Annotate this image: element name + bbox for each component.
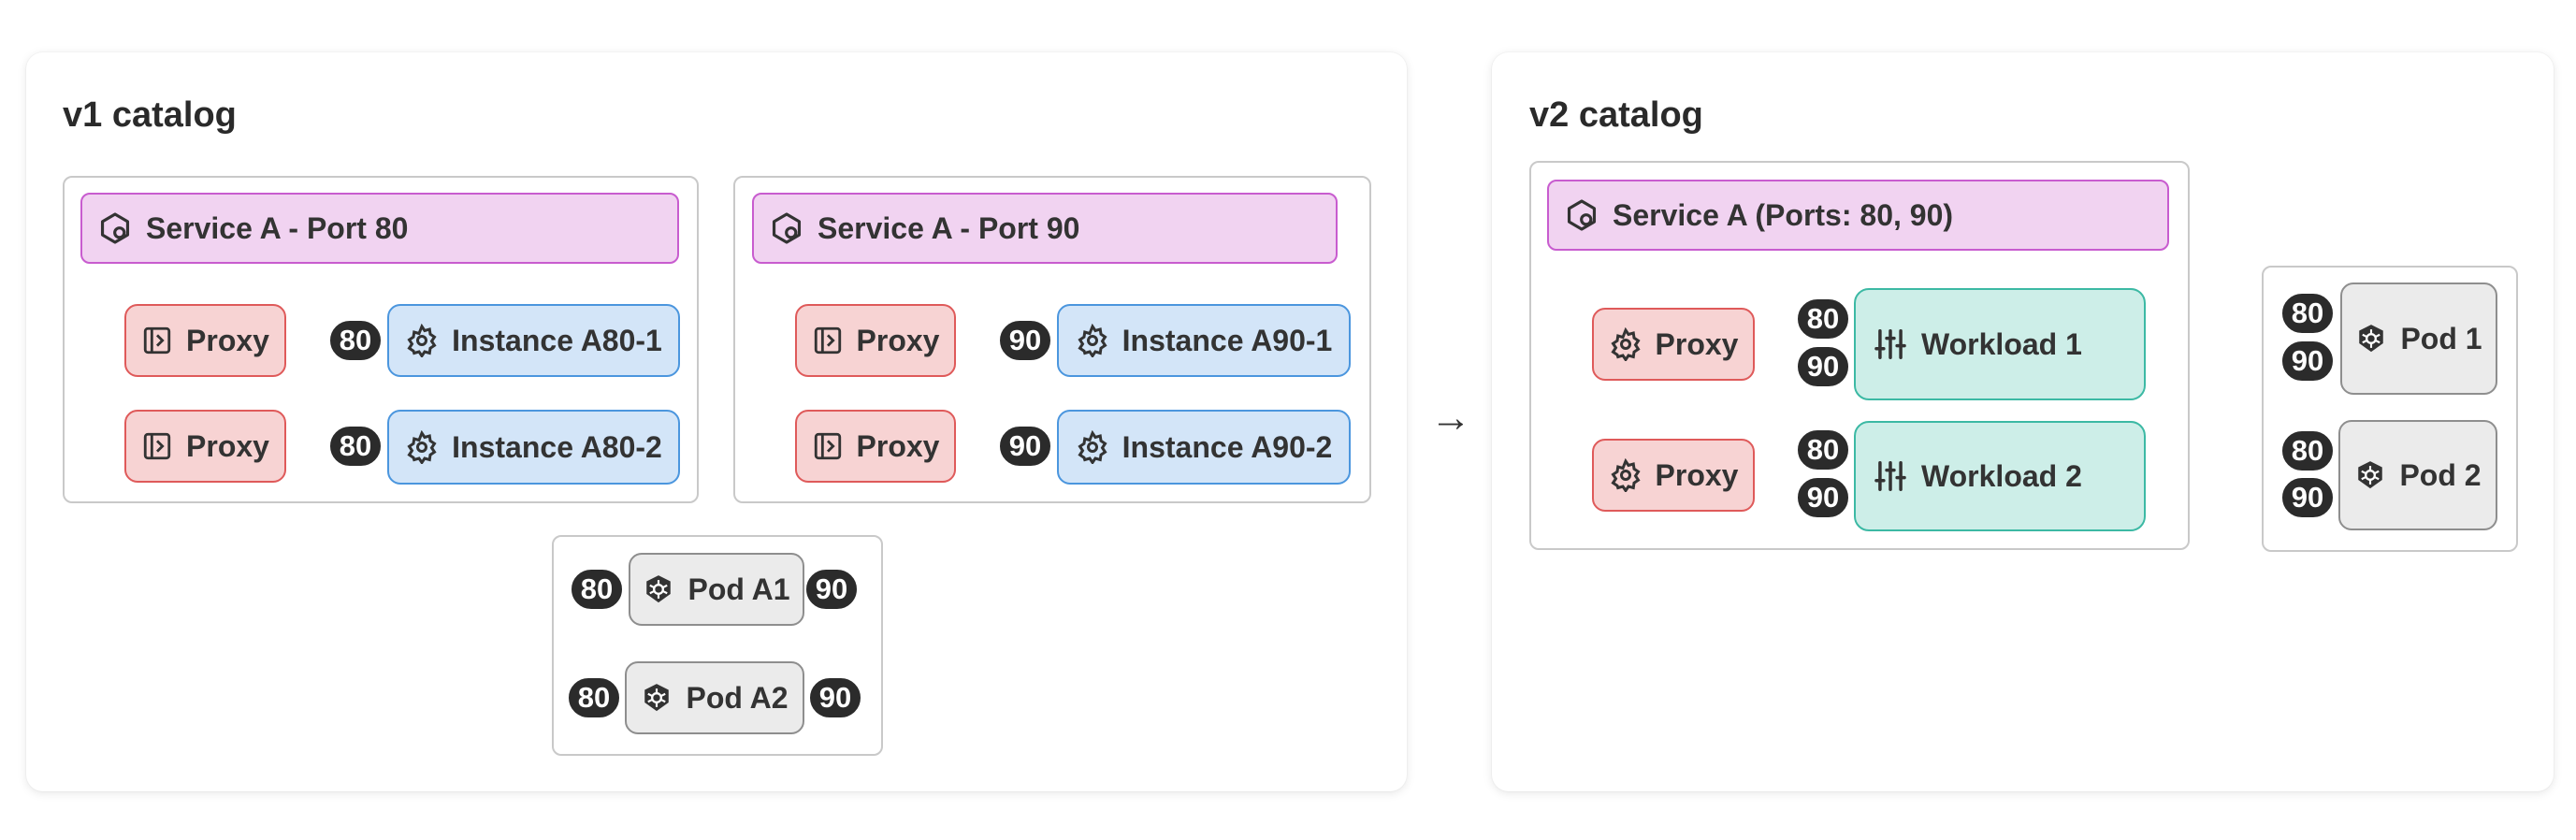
pod-2[interactable]: Pod 2 [2338,420,2497,530]
instance-a80-1[interactable]: Instance A80-1 [387,304,680,377]
service-icon [1564,197,1599,233]
instance-a90-1[interactable]: Instance A90-1 [1057,304,1351,377]
workload-label: Workload 2 [1921,458,2082,493]
port-badge-90: 90 [2280,476,2335,519]
v1-catalog-title: v1 catalog [63,95,237,135]
gear-icon [1609,327,1643,361]
port-badge-90: 90 [2280,340,2335,383]
service-label: Service A - Port 90 [818,210,1080,245]
port-badge-80: 80 [1796,428,1850,471]
kubernetes-icon [643,573,674,605]
port-badge-80: 80 [570,568,624,611]
port-badge-80: 80 [328,319,383,362]
proxy-node[interactable]: Proxy [124,410,286,483]
proxy-label: Proxy [856,323,940,357]
v2-catalog-title: v2 catalog [1529,95,1703,135]
port-badge-90: 90 [1796,345,1850,388]
pod-label: Pod A2 [686,680,789,715]
proxy-node[interactable]: Proxy [124,304,286,377]
gear-icon [405,430,439,464]
proxy-icon [141,325,173,356]
instance-label: Instance A80-1 [452,323,662,357]
instance-label: Instance A90-1 [1122,323,1333,357]
pod-a2[interactable]: Pod A2 [625,661,804,734]
sliders-icon [1873,326,1908,362]
proxy-icon [812,325,844,356]
service-a-ports[interactable]: Service A (Ports: 80, 90) [1547,180,2169,251]
workload-1[interactable]: Workload 1 [1854,288,2146,400]
service-a-port90[interactable]: Service A - Port 90 [752,193,1338,264]
instance-label: Instance A90-2 [1122,429,1333,464]
instance-label: Instance A80-2 [452,429,662,464]
port-badge-80: 80 [2280,292,2335,335]
port-badge-80: 80 [2280,429,2335,472]
workload-2[interactable]: Workload 2 [1854,421,2146,531]
proxy-label: Proxy [186,323,269,357]
proxy-node[interactable]: Proxy [795,304,956,377]
port-badge-90: 90 [808,676,862,719]
pod-label: Pod 1 [2400,321,2482,355]
gear-icon [1609,458,1643,492]
port-badge-80: 80 [328,425,383,468]
port-badge-90: 90 [998,425,1052,468]
pod-a1[interactable]: Pod A1 [629,553,804,626]
transition-arrow: → [1430,395,1471,441]
proxy-node[interactable]: Proxy [795,410,956,483]
service-label: Service A (Ports: 80, 90) [1613,197,1954,232]
proxy-label: Proxy [186,428,269,463]
gear-icon [1076,430,1109,464]
port-badge-80: 80 [1796,297,1850,340]
gear-icon [405,324,439,357]
workload-label: Workload 1 [1921,326,2082,361]
gear-icon [1076,324,1109,357]
proxy-node[interactable]: Proxy [1592,308,1755,381]
proxy-label: Proxy [1655,457,1739,492]
service-a-port80[interactable]: Service A - Port 80 [80,193,679,264]
proxy-icon [141,430,173,462]
port-badge-80: 80 [567,676,621,719]
pod-1[interactable]: Pod 1 [2340,282,2497,395]
kubernetes-icon [641,682,673,714]
sliders-icon [1873,458,1908,494]
instance-a80-2[interactable]: Instance A80-2 [387,410,680,485]
kubernetes-icon [2355,323,2387,355]
service-icon [97,210,133,246]
port-badge-90: 90 [804,568,859,611]
port-badge-90: 90 [1796,476,1850,519]
service-icon [769,210,804,246]
instance-a90-2[interactable]: Instance A90-2 [1057,410,1351,485]
proxy-node[interactable]: Proxy [1592,439,1755,512]
kubernetes-icon [2354,459,2386,491]
proxy-label: Proxy [1655,326,1739,361]
pod-label: Pod A1 [687,572,790,606]
port-badge-90: 90 [998,319,1052,362]
service-label: Service A - Port 80 [146,210,409,245]
proxy-icon [812,430,844,462]
pod-label: Pod 2 [2399,457,2482,492]
proxy-label: Proxy [856,428,940,463]
